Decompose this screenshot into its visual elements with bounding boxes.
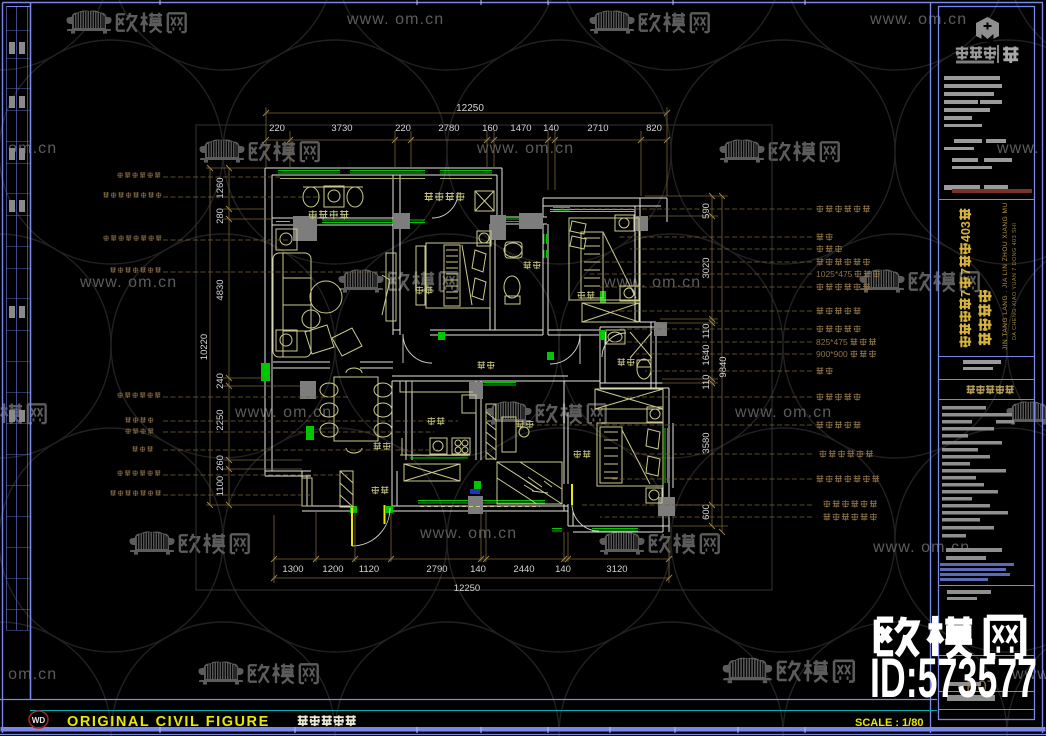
svg-text:1260: 1260 xyxy=(215,177,226,198)
svg-text:12250: 12250 xyxy=(456,103,484,114)
svg-text:SCALE : 1/80: SCALE : 1/80 xyxy=(855,717,923,729)
svg-text:1200: 1200 xyxy=(322,564,343,575)
svg-text:240: 240 xyxy=(215,373,226,389)
svg-text:ORIGINAL CIVIL FIGURE: ORIGINAL CIVIL FIGURE xyxy=(67,714,270,730)
svg-text:1100: 1100 xyxy=(215,476,226,496)
svg-text:9840: 9840 xyxy=(718,356,729,377)
svg-text:600: 600 xyxy=(701,504,712,520)
svg-text:DA CHENG XIAO YUAN 7 DONG 403: DA CHENG XIAO YUAN 7 DONG 403 SHI xyxy=(1012,223,1018,340)
svg-text:3580: 3580 xyxy=(701,432,712,453)
svg-text:2440: 2440 xyxy=(513,564,534,575)
svg-text:140: 140 xyxy=(543,123,559,134)
svg-text:3730: 3730 xyxy=(331,123,352,134)
svg-text:160: 160 xyxy=(482,123,498,134)
svg-text:220: 220 xyxy=(269,123,285,134)
svg-text:1470: 1470 xyxy=(510,123,531,134)
svg-text:WD: WD xyxy=(32,716,46,725)
svg-text:7: 7 xyxy=(959,268,973,275)
svg-text:110: 110 xyxy=(701,374,712,389)
svg-text:140: 140 xyxy=(555,564,571,575)
svg-text:3020: 3020 xyxy=(701,257,712,278)
svg-text:12250: 12250 xyxy=(454,583,480,594)
svg-text:JIN TANG LANG . JIA LIN ZHOU X: JIN TANG LANG . JIA LIN ZHOU XIANG MU xyxy=(1002,202,1009,350)
svg-text:1640: 1640 xyxy=(701,344,712,365)
svg-text:280: 280 xyxy=(215,208,226,224)
svg-text:220: 220 xyxy=(395,123,411,134)
svg-text:403: 403 xyxy=(959,221,973,242)
svg-text:P07: P07 xyxy=(966,677,996,696)
svg-text:2780: 2780 xyxy=(438,123,459,134)
svg-text:825*475: 825*475 xyxy=(816,337,848,347)
svg-text:ID:573577: ID:573577 xyxy=(870,646,1037,709)
svg-text:4830: 4830 xyxy=(215,279,226,300)
svg-text:140: 140 xyxy=(470,564,486,575)
svg-text:1120: 1120 xyxy=(359,564,379,575)
svg-text:7: 7 xyxy=(959,290,973,297)
svg-text:900*900: 900*900 xyxy=(816,349,848,359)
svg-text:2250: 2250 xyxy=(215,409,226,430)
svg-text:1025*475: 1025*475 xyxy=(816,269,853,279)
svg-text:2710: 2710 xyxy=(587,123,608,134)
svg-text:1300: 1300 xyxy=(282,564,303,575)
svg-text:3120: 3120 xyxy=(606,564,627,575)
svg-text:260: 260 xyxy=(215,455,226,471)
svg-text:110: 110 xyxy=(701,323,712,338)
svg-text:10220: 10220 xyxy=(199,334,210,360)
svg-text:2790: 2790 xyxy=(426,564,447,575)
svg-text:820: 820 xyxy=(646,123,662,134)
svg-text:590: 590 xyxy=(701,203,712,219)
